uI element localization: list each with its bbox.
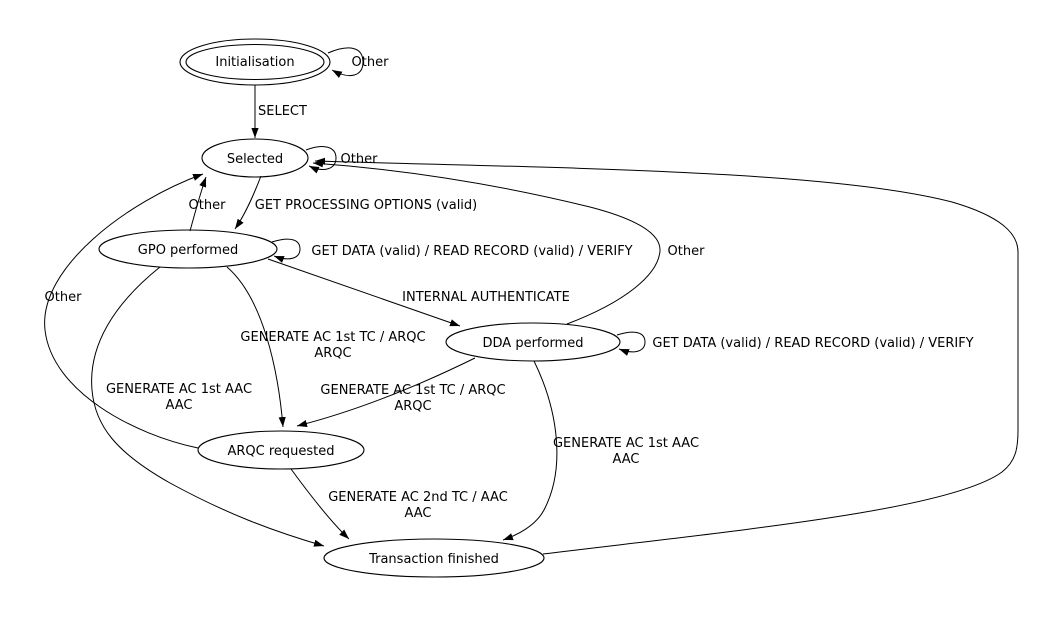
edge-dda-selected (312, 160, 661, 325)
edge-dda-finished (502, 360, 558, 541)
transaction-finished-label: Transaction finished (368, 552, 499, 567)
initialisation-label: Initialisation (215, 55, 294, 70)
state-selected: Selected (201, 138, 309, 178)
selected-ellipse (201, 138, 309, 178)
label-gpo-self: GET DATA (valid) / READ RECORD (valid) /… (311, 244, 632, 259)
label-arqc-other: Other (45, 290, 83, 305)
edge-gpo-arqc (226, 266, 286, 428)
label-dda-arqc-line1: GENERATE AC 1st TC / ARQC (320, 383, 505, 398)
initialisation-inner-ellipse (185, 43, 325, 81)
state-arqc-requested: ARQC requested (197, 430, 365, 470)
dda-performed-label: DDA performed (483, 336, 584, 351)
gpo-performed-ellipse (98, 229, 278, 269)
label-gpo-finished-line2: AAC (166, 398, 193, 413)
edge-dda-arqc (296, 357, 476, 428)
label-dda-finished-line2: AAC (613, 452, 640, 467)
edge-selected-gpo (234, 175, 262, 230)
label-gpo-finished-line1: GENERATE AC 1st AAC (106, 382, 252, 397)
state-gpo-performed: GPO performed (98, 229, 278, 269)
gpo-performed-label: GPO performed (138, 243, 238, 258)
edge-finished-selected (314, 157, 1019, 555)
edge-gpo-dda (267, 258, 461, 327)
edge-gpo-selected (189, 176, 207, 232)
label-dda-arqc-line2: ARQC (394, 399, 431, 414)
label-gpo-other: Other (189, 198, 227, 213)
label-select: SELECT (258, 104, 307, 119)
edge-arqc-selected (44, 173, 204, 449)
edge-gpo-finished (91, 266, 325, 547)
state-initialisation: Initialisation (179, 38, 331, 86)
edge-initialisation-self (327, 47, 364, 79)
label-dda-finished-line1: GENERATE AC 1st AAC (553, 436, 699, 451)
label-internal-authenticate: INTERNAL AUTHENTICATE (402, 290, 570, 305)
selected-label: Selected (227, 152, 283, 167)
state-dda-performed: DDA performed (445, 322, 621, 362)
dda-performed-ellipse (445, 322, 621, 362)
arqc-requested-label: ARQC requested (227, 444, 334, 459)
initialisation-outer-ellipse (179, 38, 331, 86)
arqc-requested-ellipse (197, 430, 365, 470)
label-dda-self: GET DATA (valid) / READ RECORD (valid) /… (652, 336, 973, 351)
label-gpo-arqc-line1: GENERATE AC 1st TC / ARQC (240, 330, 425, 345)
label-selected-self: Other (341, 152, 379, 167)
label-get-processing-options: GET PROCESSING OPTIONS (valid) (255, 198, 478, 213)
label-arqc-finished-line1: GENERATE AC 2nd TC / AAC (328, 490, 508, 505)
edge-arqc-finished (290, 468, 350, 540)
state-transaction-finished: Transaction finished (323, 538, 545, 578)
edge-dda-self (616, 331, 646, 356)
label-arqc-finished-line2: AAC (405, 506, 432, 521)
label-initialisation-self: Other (352, 55, 390, 70)
label-dda-other: Other (668, 244, 706, 259)
label-gpo-arqc-line2: ARQC (314, 346, 351, 361)
edge-selected-self (305, 146, 337, 174)
edge-gpo-self (271, 238, 301, 263)
transaction-finished-ellipse (323, 538, 545, 578)
